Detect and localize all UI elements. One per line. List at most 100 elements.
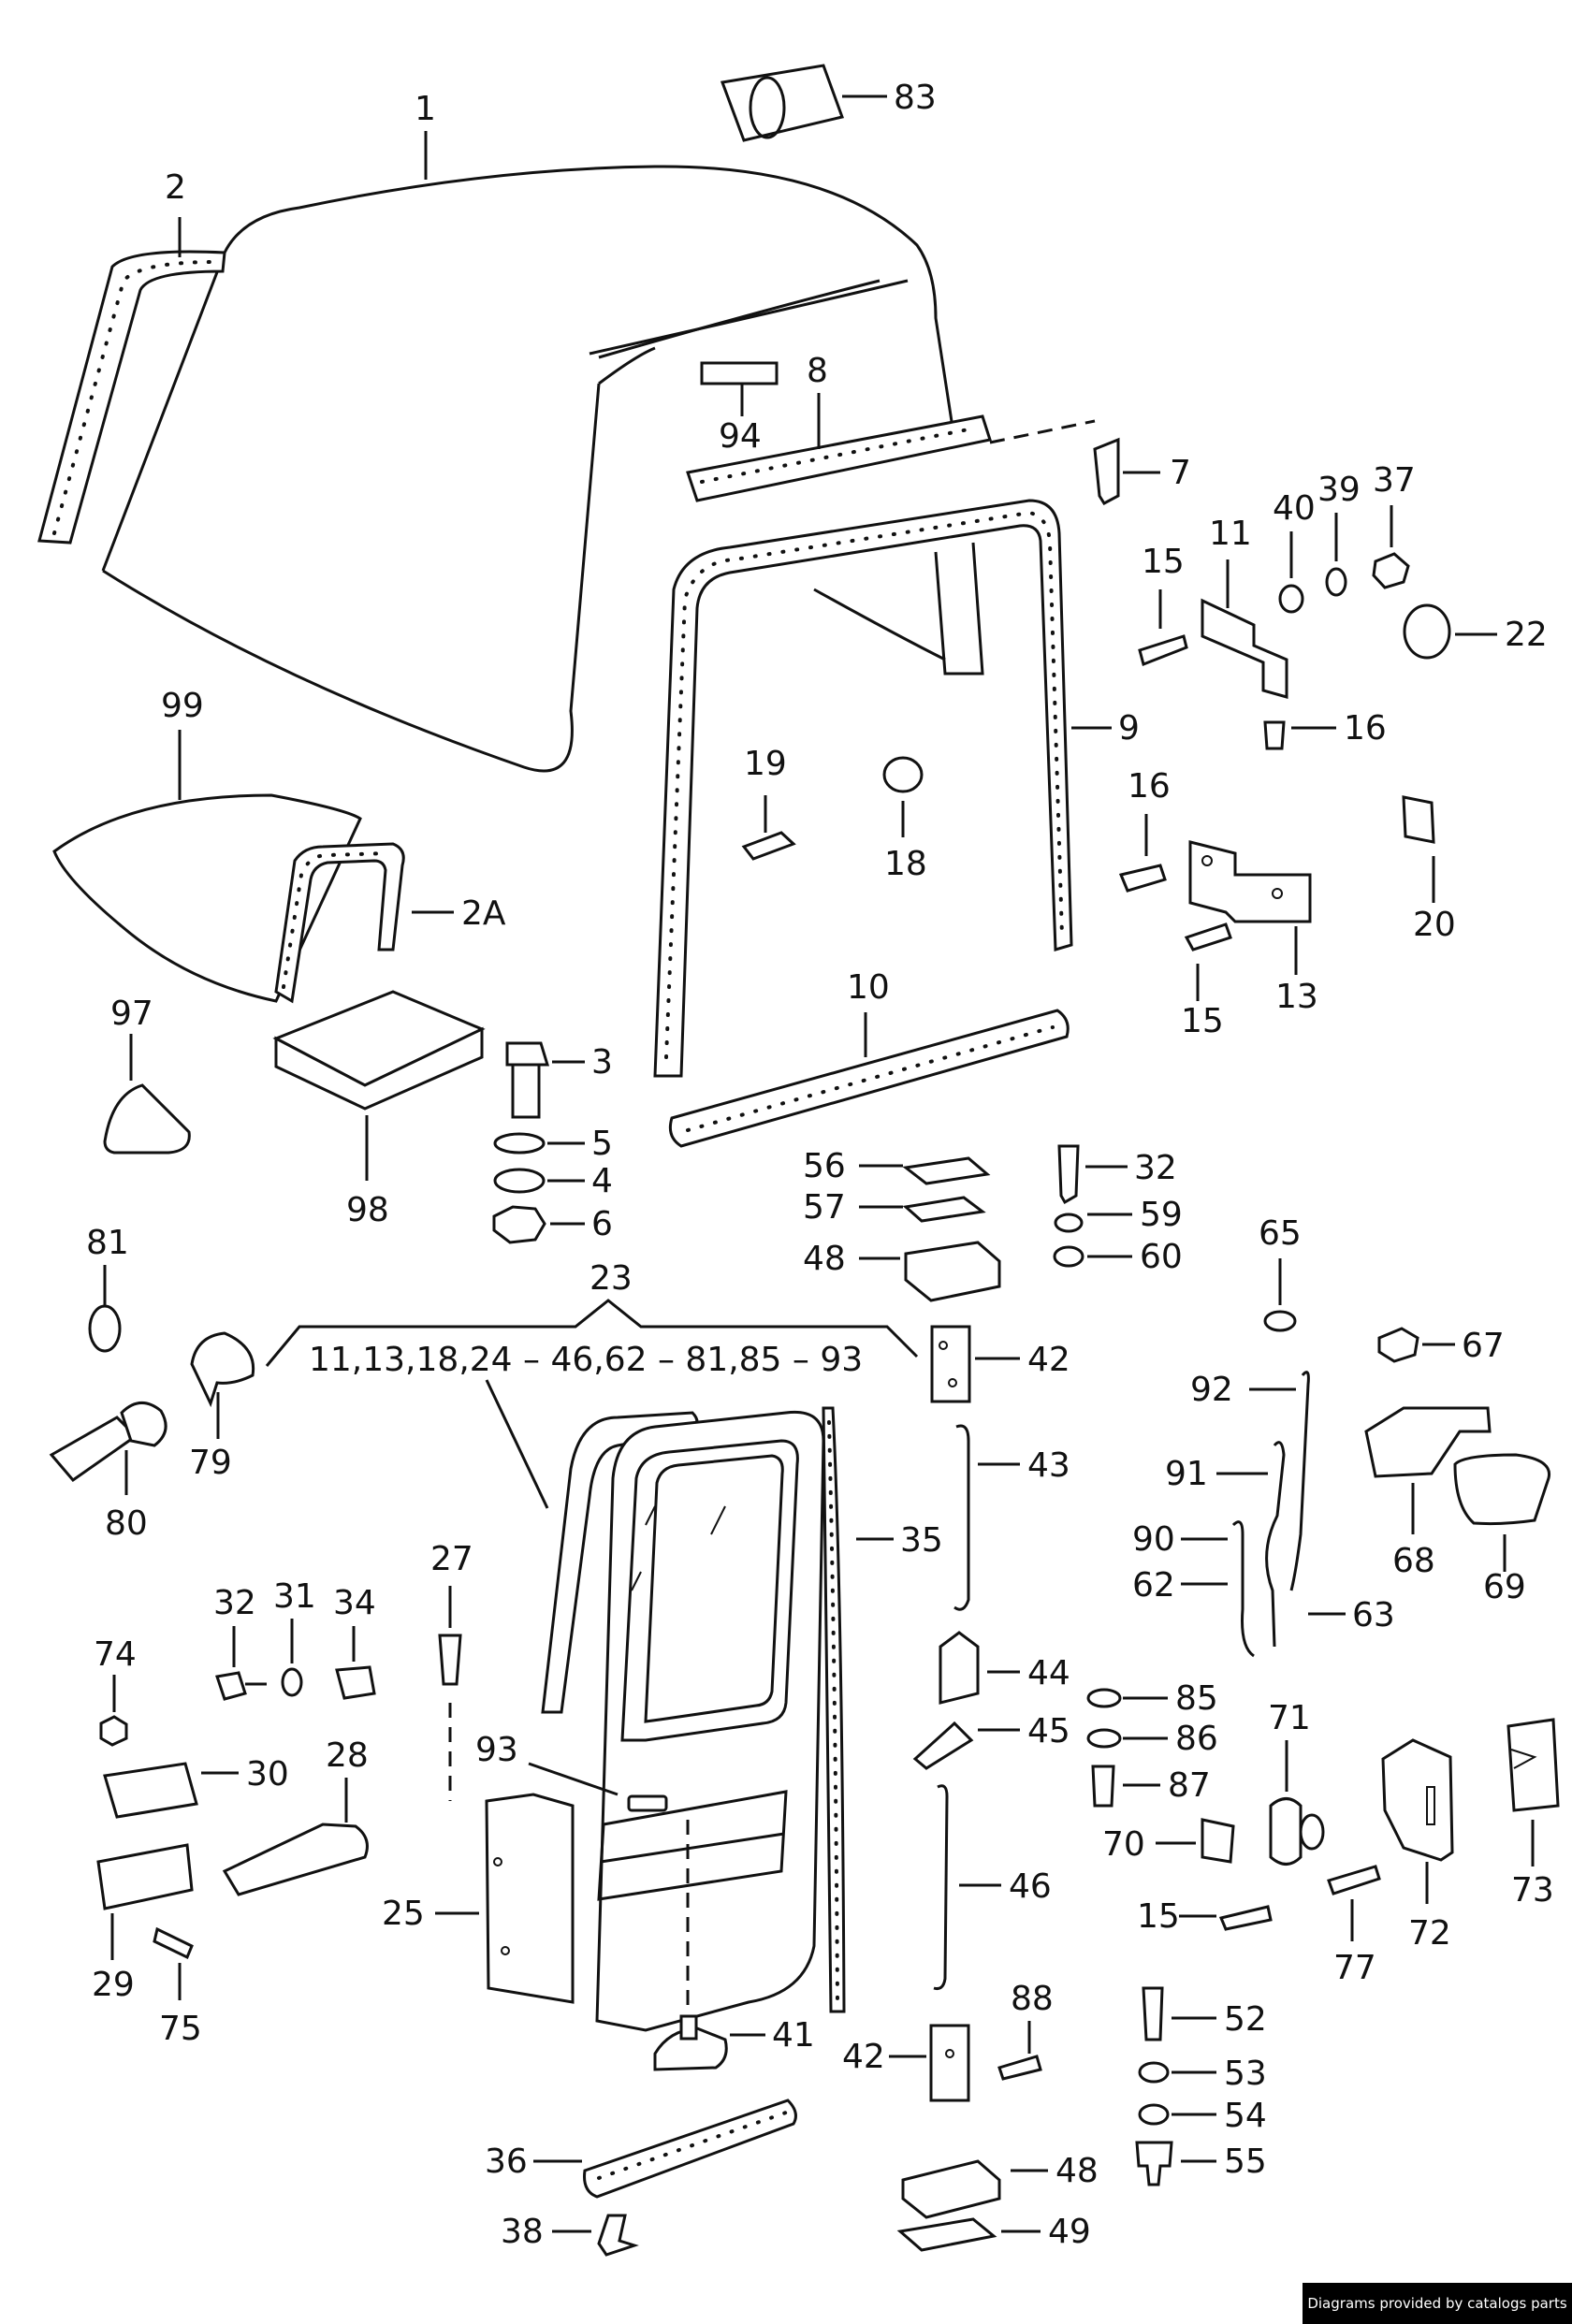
svg-text:42: 42 bbox=[842, 2038, 885, 2076]
part-32-screw-a: 32 bbox=[1057, 1144, 1177, 1205]
svg-text:57: 57 bbox=[803, 1188, 846, 1227]
part-35-seal: 35 bbox=[822, 1406, 943, 2013]
part-94-label: 94 bbox=[719, 384, 762, 456]
part-85-washer: 85 bbox=[1086, 1679, 1218, 1718]
svg-text:42: 42 bbox=[1027, 1341, 1070, 1379]
svg-text:94: 94 bbox=[719, 417, 762, 456]
part-98-tray: 98 bbox=[272, 990, 486, 1229]
svg-text:83: 83 bbox=[894, 79, 937, 117]
part-4-washer: 4 bbox=[493, 1162, 613, 1200]
part-48-block-a: 48 bbox=[803, 1240, 1001, 1302]
part-11-bracket: 11 bbox=[1201, 515, 1288, 699]
part-86-washer: 86 bbox=[1086, 1720, 1218, 1758]
svg-text:63: 63 bbox=[1352, 1596, 1395, 1634]
svg-text:38: 38 bbox=[501, 2213, 544, 2251]
svg-text:98: 98 bbox=[346, 1191, 389, 1229]
svg-text:13: 13 bbox=[1275, 978, 1318, 1016]
svg-text:67: 67 bbox=[1462, 1327, 1505, 1365]
svg-text:41: 41 bbox=[772, 2016, 815, 2055]
part-48-block-b: 48 bbox=[901, 2152, 1099, 2219]
svg-text:75: 75 bbox=[159, 2010, 202, 2048]
svg-text:32: 32 bbox=[1134, 1149, 1177, 1187]
part-56-plate: 56 bbox=[803, 1147, 991, 1185]
part-79-clip: 79 bbox=[189, 1331, 255, 1482]
part-52-screw: 52 bbox=[1142, 1986, 1267, 2041]
part-46-rod: 46 bbox=[933, 1784, 1052, 1990]
svg-text:99: 99 bbox=[161, 687, 204, 725]
svg-text:53: 53 bbox=[1224, 2055, 1267, 2093]
svg-text:73: 73 bbox=[1511, 1871, 1554, 1910]
svg-text:74: 74 bbox=[94, 1635, 137, 1674]
svg-text:6: 6 bbox=[591, 1205, 613, 1243]
part-38-clip: 38 bbox=[501, 2213, 639, 2257]
part-77-bolt: 77 bbox=[1327, 1865, 1381, 1987]
svg-text:91: 91 bbox=[1165, 1455, 1208, 1493]
svg-text:72: 72 bbox=[1408, 1914, 1451, 1953]
svg-text:49: 49 bbox=[1048, 2213, 1091, 2251]
part-57-shim: 57 bbox=[803, 1188, 986, 1227]
part-7-screw: 7 bbox=[1093, 437, 1191, 505]
svg-text:32: 32 bbox=[213, 1584, 256, 1622]
dash-leader-7 bbox=[989, 419, 1096, 444]
part-69-cover: 69 bbox=[1453, 1453, 1551, 1606]
part-16-screw-b: 16 bbox=[1118, 767, 1171, 893]
svg-text:18: 18 bbox=[884, 845, 927, 883]
part-40-washer: 40 bbox=[1273, 489, 1316, 614]
svg-text:46: 46 bbox=[1009, 1867, 1052, 1906]
svg-text:93: 93 bbox=[475, 1731, 518, 1769]
svg-text:44: 44 bbox=[1027, 1654, 1070, 1692]
part-20-clip: 20 bbox=[1402, 795, 1456, 944]
svg-text:52: 52 bbox=[1224, 2000, 1267, 2039]
door-assembly bbox=[541, 1410, 825, 2032]
svg-text:29: 29 bbox=[92, 1966, 135, 2004]
part-45-plate: 45 bbox=[912, 1712, 1070, 1770]
svg-text:15: 15 bbox=[1142, 543, 1185, 581]
svg-text:68: 68 bbox=[1392, 1542, 1435, 1580]
svg-text:30: 30 bbox=[246, 1755, 289, 1794]
part-42-latch-a: 42 bbox=[930, 1325, 1070, 1403]
part-99-cover: 99 bbox=[52, 687, 362, 1003]
part-18-plug: 18 bbox=[882, 756, 927, 883]
part-8-strip: 8 bbox=[686, 352, 992, 502]
part-37-nut: 37 bbox=[1372, 461, 1416, 589]
part-28-strap: 28 bbox=[222, 1736, 369, 1896]
svg-text:48: 48 bbox=[803, 1240, 846, 1278]
svg-text:2: 2 bbox=[165, 168, 186, 207]
svg-text:79: 79 bbox=[189, 1444, 232, 1482]
svg-text:86: 86 bbox=[1175, 1720, 1218, 1758]
svg-text:3: 3 bbox=[591, 1043, 613, 1082]
part-53-washer: 53 bbox=[1138, 2055, 1267, 2093]
svg-text:80: 80 bbox=[105, 1504, 148, 1543]
part-87-screw: 87 bbox=[1091, 1765, 1211, 1808]
hardtop-roof bbox=[101, 165, 956, 773]
svg-text:7: 7 bbox=[1170, 454, 1191, 492]
svg-text:85: 85 bbox=[1175, 1679, 1218, 1718]
part-60-washer: 60 bbox=[1053, 1238, 1183, 1276]
part-16-screw-a: 16 bbox=[1263, 709, 1387, 750]
part-22-plug: 22 bbox=[1403, 603, 1548, 660]
part-10-sill: 10 bbox=[668, 968, 1070, 1148]
part-65-washer: 65 bbox=[1259, 1214, 1302, 1332]
svg-text:87: 87 bbox=[1168, 1766, 1211, 1805]
part-92-rod: 92 bbox=[1190, 1371, 1310, 1591]
part-80-lock-cylinder: 80 bbox=[49, 1402, 167, 1543]
svg-text:65: 65 bbox=[1259, 1214, 1302, 1253]
svg-text:23: 23 bbox=[590, 1259, 633, 1298]
svg-text:2A: 2A bbox=[461, 894, 506, 933]
part-13-hinge: 13 bbox=[1188, 840, 1318, 1016]
svg-text:92: 92 bbox=[1190, 1371, 1233, 1409]
svg-text:27: 27 bbox=[430, 1540, 473, 1578]
svg-text:34: 34 bbox=[333, 1584, 376, 1622]
svg-text:28: 28 bbox=[326, 1736, 369, 1775]
part-59-washer: 59 bbox=[1054, 1196, 1183, 1234]
svg-text:15: 15 bbox=[1181, 1002, 1224, 1040]
svg-text:62: 62 bbox=[1132, 1566, 1175, 1605]
svg-text:40: 40 bbox=[1273, 489, 1316, 528]
svg-text:35: 35 bbox=[900, 1521, 943, 1560]
part-90-rod: 90 bbox=[1132, 1520, 1255, 1658]
part-55-bushing: 55 bbox=[1135, 2141, 1267, 2186]
svg-text:16: 16 bbox=[1128, 767, 1171, 806]
svg-text:16: 16 bbox=[1344, 709, 1387, 748]
svg-text:70: 70 bbox=[1102, 1825, 1145, 1864]
